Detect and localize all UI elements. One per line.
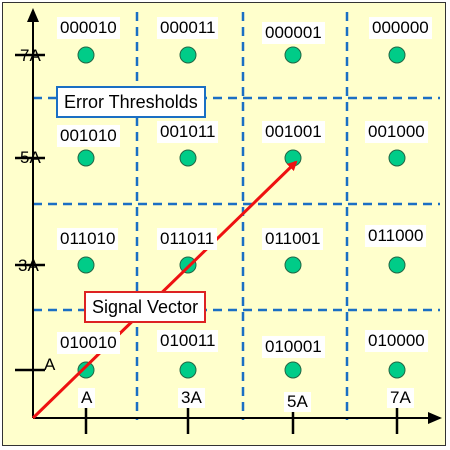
constellation-point (179, 361, 197, 379)
point-label: 001010 (57, 125, 120, 147)
x-tick-label: A (78, 388, 96, 408)
point-label: 000011 (157, 17, 219, 39)
y-tick-label: 7A (20, 46, 41, 65)
constellation-point (284, 46, 302, 64)
constellation-point (388, 256, 406, 274)
constellation-point (179, 46, 197, 64)
x-tick-label: 5A (284, 392, 311, 412)
y-tick-label: 5A (20, 148, 41, 167)
point-label: 011000 (365, 225, 427, 247)
x-tick-label: 7A (387, 388, 414, 408)
point-label: 010010 (57, 332, 120, 354)
point-label: 010011 (157, 330, 219, 352)
constellation-point (77, 256, 95, 274)
point-label: 011011 (157, 228, 218, 250)
constellation-point (179, 149, 197, 167)
constellation-frame (2, 2, 446, 446)
x-axis-arrow-icon (428, 412, 442, 424)
point-label: 011001 (262, 228, 324, 250)
point-label: 010000 (365, 330, 428, 352)
constellation-points (77, 46, 406, 379)
constellation-point (388, 149, 406, 167)
constellation-point (77, 46, 95, 64)
signal-vector-arrow (31, 160, 298, 420)
constellation-point (388, 361, 406, 379)
point-label: 010001 (262, 336, 325, 358)
constellation-point (77, 149, 95, 167)
error-thresholds-callout: Error Thresholds (56, 86, 206, 118)
constellation-point (388, 46, 406, 64)
y-tick-label: 3A (18, 256, 39, 275)
point-label: 000001 (262, 22, 325, 44)
y-tick-label: A (44, 355, 56, 374)
y-axis-arrow-icon (27, 8, 39, 22)
x-tick-label: 3A (178, 388, 205, 408)
axes (15, 8, 442, 434)
point-label: 000010 (57, 17, 120, 39)
point-label: 011010 (57, 228, 119, 250)
point-label: 000000 (369, 17, 432, 39)
constellation-point (284, 256, 302, 274)
point-label: 001001 (262, 121, 325, 143)
constellation-point (77, 361, 95, 379)
constellation-point (284, 361, 302, 379)
point-label: 001011 (157, 121, 219, 143)
point-label: 001000 (365, 121, 428, 143)
signal-vector-callout: Signal Vector (84, 291, 207, 323)
